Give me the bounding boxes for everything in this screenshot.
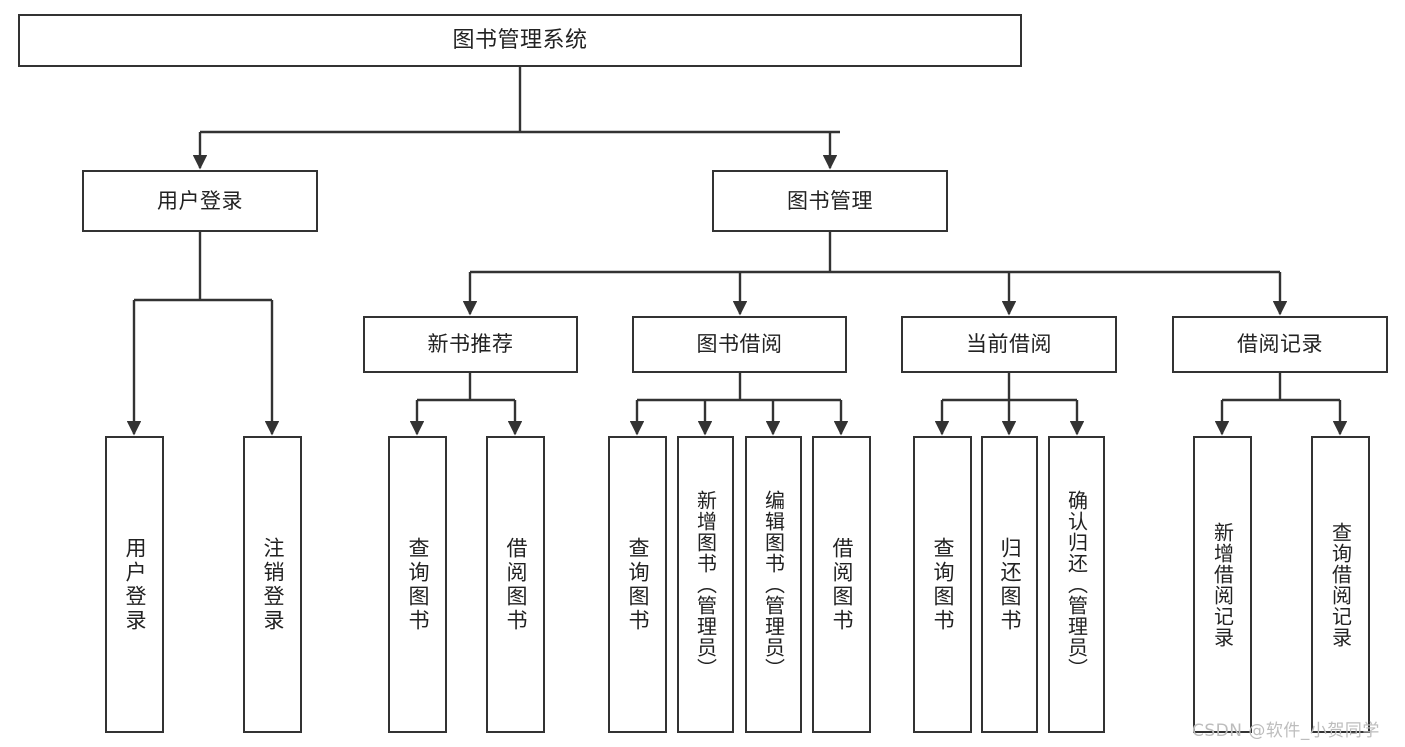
- leaf-edit-book-admin[interactable]: 编辑图书（管理员）: [745, 436, 802, 733]
- node-borrowing-records[interactable]: 借阅记录: [1172, 316, 1388, 373]
- node-label: 借阅图书: [504, 536, 528, 633]
- node-label: 图书管理系统: [452, 27, 588, 53]
- node-root-book-management-system[interactable]: 图书管理系统: [18, 14, 1022, 67]
- leaf-query-books-current[interactable]: 查询图书: [913, 436, 972, 733]
- leaf-logout[interactable]: 注销登录: [243, 436, 302, 733]
- node-new-book-recommendation[interactable]: 新书推荐: [363, 316, 578, 373]
- leaf-return-books[interactable]: 归还图书: [981, 436, 1038, 733]
- leaf-user-login[interactable]: 用户登录: [105, 436, 164, 733]
- leaf-query-books-recommend[interactable]: 查询图书: [388, 436, 447, 733]
- node-label: 查询图书: [626, 536, 650, 633]
- leaf-add-book-admin[interactable]: 新增图书（管理员）: [677, 436, 734, 733]
- node-label: 查询图书: [406, 536, 430, 633]
- leaf-add-borrow-record[interactable]: 新增借阅记录: [1193, 436, 1252, 733]
- node-label: 注销登录: [261, 536, 285, 633]
- node-current-borrowing[interactable]: 当前借阅: [901, 316, 1117, 373]
- node-label: 确认归还（管理员）: [1064, 490, 1089, 679]
- leaf-borrow-books-recommend[interactable]: 借阅图书: [486, 436, 545, 733]
- node-label: 借阅图书: [830, 536, 854, 633]
- node-label: 用户登录: [157, 188, 243, 213]
- node-label: 查询借阅记录: [1328, 521, 1353, 648]
- node-label: 图书借阅: [696, 332, 783, 357]
- node-label: 图书管理: [787, 188, 873, 213]
- node-label: 当前借阅: [966, 332, 1052, 357]
- leaf-query-borrow-record[interactable]: 查询借阅记录: [1311, 436, 1370, 733]
- node-label: 编辑图书（管理员）: [761, 490, 786, 679]
- node-book-borrowing[interactable]: 图书借阅: [632, 316, 847, 373]
- node-user-login[interactable]: 用户登录: [82, 170, 318, 232]
- node-label: 用户登录: [123, 536, 147, 633]
- node-label: 新书推荐: [427, 332, 514, 357]
- leaf-confirm-return-admin[interactable]: 确认归还（管理员）: [1048, 436, 1105, 733]
- node-label: 查询图书: [931, 536, 955, 633]
- node-label: 新增图书（管理员）: [693, 490, 718, 679]
- leaf-query-books-borrow[interactable]: 查询图书: [608, 436, 667, 733]
- leaf-borrow-books[interactable]: 借阅图书: [812, 436, 871, 733]
- node-book-management[interactable]: 图书管理: [712, 170, 948, 232]
- csdn-watermark: CSDN @软件_小贺同学: [1192, 721, 1380, 741]
- node-label: 归还图书: [998, 536, 1022, 633]
- node-label: 借阅记录: [1237, 332, 1323, 357]
- node-label: 新增借阅记录: [1210, 521, 1235, 648]
